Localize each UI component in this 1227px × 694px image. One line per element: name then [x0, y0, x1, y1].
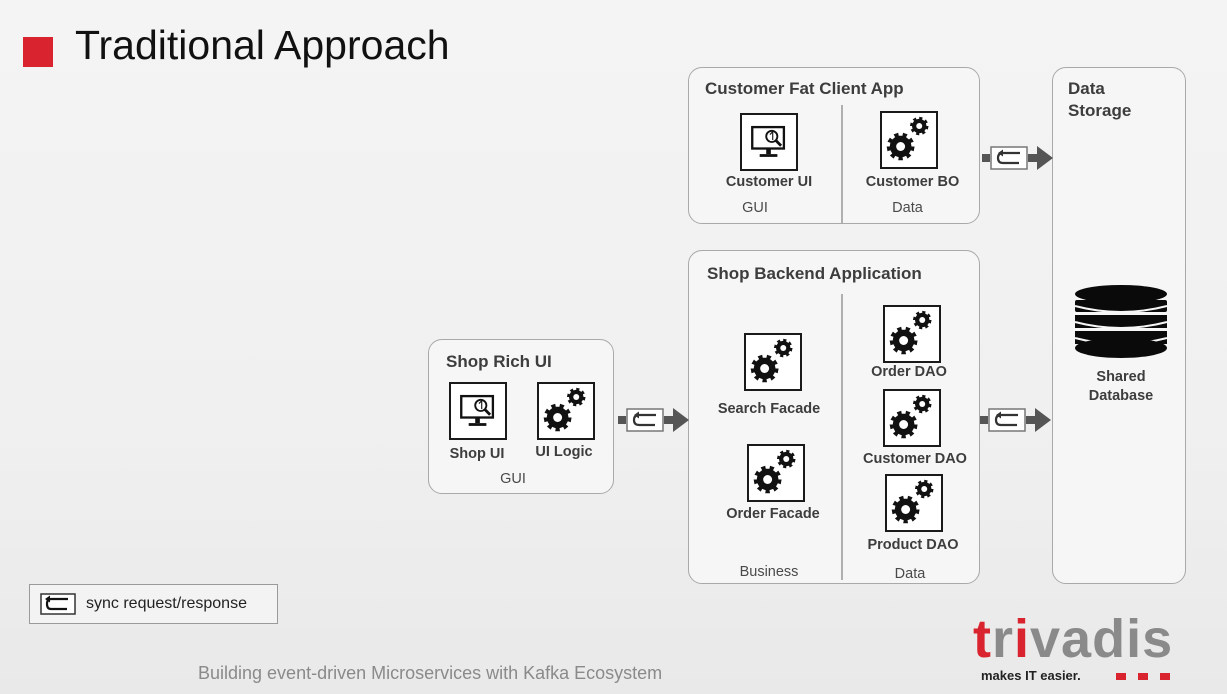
order-facade-label: Order Facade — [726, 506, 820, 522]
database-icon — [1073, 284, 1169, 360]
gears-icon — [747, 444, 805, 502]
monitor-search-icon — [449, 382, 507, 440]
sync-arrow-icon — [982, 144, 1054, 172]
legend: sync request/response — [29, 584, 278, 624]
fat-client-divider — [841, 105, 843, 223]
data-storage-title: Data Storage — [1068, 79, 1132, 120]
shop-ui-gui-label: GUI — [500, 471, 526, 487]
ui-logic-label: UI Logic — [535, 444, 593, 460]
shop-ui-label: Shop UI — [449, 446, 505, 462]
product-dao-label: Product DAO — [867, 537, 959, 553]
brand-tagline: makes IT easier. — [981, 668, 1081, 683]
shop-rich-ui-box: Shop Rich UI Shop UI UI Logic GUI — [428, 339, 614, 494]
shop-backend-box: Shop Backend Application Search Facade O… — [688, 250, 980, 584]
sync-arrow-icon — [980, 406, 1052, 434]
gears-icon — [885, 474, 943, 532]
fat-client-gui-label: GUI — [742, 200, 768, 216]
sync-request-icon — [40, 593, 76, 615]
gears-icon — [883, 389, 941, 447]
order-dao-label: Order DAO — [871, 364, 947, 380]
gears-icon — [880, 111, 938, 169]
footer-text: Building event-driven Microservices with… — [198, 663, 663, 683]
sync-arrow-icon — [618, 406, 690, 434]
customer-dao-label: Customer DAO — [863, 451, 967, 467]
customer-ui-label: Customer UI — [725, 174, 813, 190]
customer-bo-label: Customer BO — [865, 174, 960, 190]
gears-icon — [537, 382, 595, 440]
shop-ui-title: Shop Rich UI — [446, 352, 552, 371]
backend-business-label: Business — [739, 564, 799, 580]
backend-title: Shop Backend Application — [707, 264, 922, 283]
search-facade-label: Search Facade — [717, 401, 821, 417]
data-storage-box: Data Storage Shared Database — [1052, 67, 1186, 584]
legend-label: sync request/response — [86, 595, 247, 612]
customer-fat-client-box: Customer Fat Client App Customer UI GUI … — [688, 67, 980, 224]
gears-icon — [883, 305, 941, 363]
slide-title: Traditional Approach — [75, 22, 450, 68]
gears-icon — [744, 333, 802, 391]
fat-client-title: Customer Fat Client App — [705, 79, 904, 98]
title-bullet — [23, 37, 53, 67]
monitor-search-icon — [740, 113, 798, 171]
backend-data-label: Data — [894, 566, 926, 582]
fat-client-data-label: Data — [892, 200, 923, 216]
brand-dots — [1116, 673, 1172, 681]
shared-database-label: Shared Database — [1088, 369, 1154, 404]
backend-divider — [841, 294, 843, 580]
trivadis-logo: trivadis — [973, 609, 1174, 669]
